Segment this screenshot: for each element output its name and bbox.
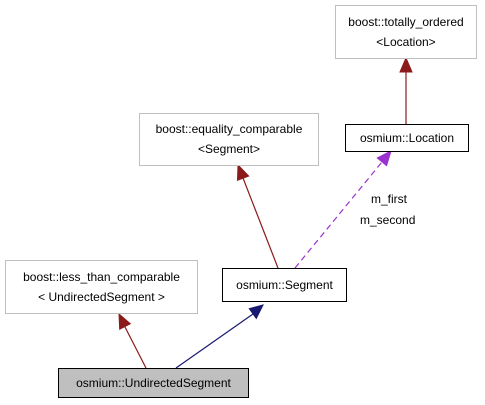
edge-label-m-second: m_second [360, 213, 416, 227]
edge-label-m-first: m_first [371, 192, 407, 206]
node-boost-totally-ordered[interactable]: boost::totally_ordered <Location> [335, 5, 477, 59]
node-label-line-1: boost::less_than_comparable [23, 270, 180, 284]
edge-undirected-to-less-than-comparable [124, 326, 147, 369]
arrowhead-less-than-comparable [118, 312, 132, 330]
node-label-line-2: < UndirectedSegment > [38, 290, 165, 304]
node-boost-less-than-comparable[interactable]: boost::less_than_comparable < Undirected… [5, 260, 198, 314]
node-boost-equality-comparable[interactable]: boost::equality_comparable <Segment> [139, 113, 319, 166]
node-label-line-1: boost::equality_comparable [155, 122, 303, 136]
node-osmium-segment[interactable]: osmium::Segment [222, 268, 347, 302]
arrowhead-equality-comparable [236, 163, 250, 182]
arrowhead-location-usage [376, 150, 392, 167]
edge-undirected-to-segment [175, 313, 254, 369]
arrowhead-segment [248, 304, 264, 320]
node-label: osmium::Location [359, 131, 455, 145]
edge-segment-to-equality-comparable [242, 177, 279, 269]
node-osmium-undirected-segment[interactable]: osmium::UndirectedSegment [58, 368, 249, 398]
node-label: osmium::Segment [236, 278, 333, 292]
node-label-line-2: <Segment> [197, 142, 261, 156]
node-label-line-1: boost::totally_ordered [348, 15, 464, 29]
node-label-line-2: <Location> [376, 35, 436, 49]
node-osmium-location[interactable]: osmium::Location [345, 124, 469, 152]
arrowhead-totally-ordered [399, 56, 413, 73]
node-label: osmium::UndirectedSegment [76, 376, 231, 390]
edge-segment-to-location-usage [294, 161, 383, 269]
